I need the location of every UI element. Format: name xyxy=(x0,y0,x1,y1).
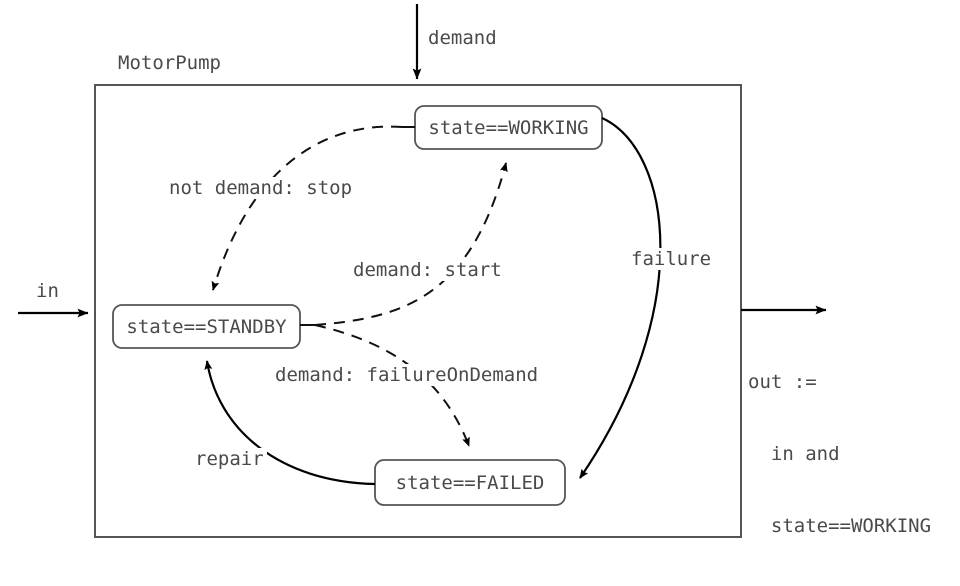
output-line-2: in and xyxy=(748,443,840,465)
component-title: MotorPump xyxy=(118,52,221,74)
transition-label-failure-on-demand: demand: failureOnDemand xyxy=(272,364,542,386)
state-box-failed[interactable] xyxy=(374,459,566,506)
state-label-standby-wrap[interactable]: state==STANDBY xyxy=(113,305,300,348)
output-line-1: out := xyxy=(748,371,817,393)
transition-label-repair: repair xyxy=(192,448,267,470)
diagram-canvas xyxy=(18,4,827,538)
transition-label-start: demand: start xyxy=(350,259,505,281)
state-box-standby[interactable] xyxy=(112,304,301,349)
transition-stop-path xyxy=(211,125,403,291)
state-label-working-wrap[interactable]: state==WORKING xyxy=(415,106,602,149)
transition-repair-path xyxy=(204,360,376,486)
output-port-label: out := in and state==WORKING xyxy=(748,322,931,586)
output-line-3: state==WORKING xyxy=(748,515,932,537)
transition-start-path xyxy=(314,162,508,326)
transition-label-failure: failure xyxy=(628,248,715,270)
state-label-failed-wrap[interactable]: state==FAILED xyxy=(375,460,565,505)
transition-failure-path xyxy=(579,117,662,479)
input-port-label: in xyxy=(36,280,59,302)
transition-label-stop: not demand: stop xyxy=(166,177,356,199)
state-label-standby: state==STANDBY xyxy=(126,315,287,338)
transition-failure-on-demand-path xyxy=(314,324,470,447)
demand-port-label: demand xyxy=(428,27,497,49)
state-label-failed: state==FAILED xyxy=(395,471,545,494)
state-machine-diagram: MotorPump state==WORKING state==STANDBY … xyxy=(18,4,932,538)
state-label-working: state==WORKING xyxy=(428,116,589,139)
